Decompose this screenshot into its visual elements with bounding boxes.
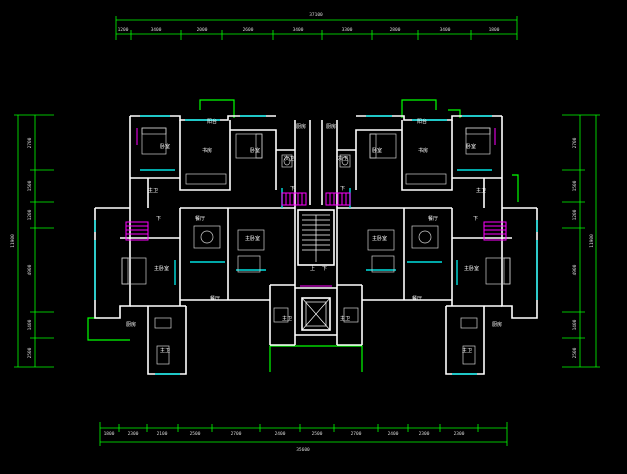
label-dining-b: 餐厅 <box>210 295 220 302</box>
furniture <box>121 127 511 365</box>
label-bedroom-c: 卧室 <box>466 143 476 150</box>
label-bath-f: 主卫 <box>476 187 486 194</box>
label-kitchen-d: 厨房 <box>492 321 502 328</box>
top-dim-4: 2600 <box>243 27 254 33</box>
label-bath-b: 次卫 <box>338 155 348 162</box>
label-kitchen-a: 厨房 <box>296 123 306 130</box>
bottom-dim-1: 1800 <box>104 431 115 437</box>
bottom-dim-11: 2300 <box>454 431 465 437</box>
left-dim-2: 1500 <box>27 180 33 191</box>
label-lift-2: 主卫 <box>340 315 350 322</box>
left-dim-5: 1400 <box>27 319 33 330</box>
top-dim-1: 1200 <box>118 27 129 33</box>
sofa-right <box>367 229 395 251</box>
stairs <box>125 128 507 287</box>
bottom-dim-9: 2400 <box>388 431 399 437</box>
dining-left <box>193 225 221 249</box>
label-bath-d: 主卫 <box>160 347 170 354</box>
left-dimension-chain <box>14 114 54 368</box>
label-bedroom-b: 卧室 <box>250 147 260 154</box>
label-living-b: 主卧室 <box>245 235 260 242</box>
top-dim-8: 3400 <box>440 27 451 33</box>
left-total-dimension: 11900 <box>10 234 16 248</box>
room-labels: 卧室 书房 卧室 阳台 厨房 次卫 主卫 主卧室 餐厅 主卧室 餐厅 厨房 主卫… <box>126 118 502 354</box>
right-dim-2: 1500 <box>572 180 578 191</box>
stair-up-d: 下 <box>473 216 478 222</box>
right-dim-6: 2500 <box>572 347 578 358</box>
bottom-segment-labels: 1800 2300 2100 2500 2700 2400 2500 2700 … <box>104 431 465 437</box>
label-kitchen-b: 厨房 <box>126 321 136 328</box>
sofa-left <box>237 229 265 251</box>
bottom-dim-2: 2300 <box>128 431 139 437</box>
right-dim-4: 4900 <box>572 264 578 275</box>
left-dim-6: 2500 <box>27 347 33 358</box>
bottom-dim-10: 2300 <box>419 431 430 437</box>
label-dining-c: 餐厅 <box>428 215 438 222</box>
label-living-a: 主卧室 <box>154 265 169 272</box>
right-segment-labels: 2700 1500 1200 4900 1400 2500 <box>572 137 578 358</box>
top-dim-9: 1800 <box>489 27 500 33</box>
top-dim-5: 3400 <box>293 27 304 33</box>
right-total-dimension: 11900 <box>589 234 595 248</box>
top-segment-labels: 1200 3400 2000 2600 3400 3300 2800 3400 … <box>118 27 500 33</box>
bottom-dimension-chain <box>99 422 508 446</box>
stair-dn-a: 上 <box>310 265 315 272</box>
dining-right <box>411 225 439 249</box>
label-balcony-b: 阳台 <box>417 118 427 125</box>
top-dim-7: 2800 <box>390 27 401 33</box>
bottom-dim-4: 2500 <box>190 431 201 437</box>
label-bedroom-a: 卧室 <box>160 143 170 150</box>
label-bath-c: 主卫 <box>148 187 158 194</box>
label-bath-e: 主卫 <box>282 315 292 322</box>
label-dining-d: 餐厅 <box>412 295 422 302</box>
building-outline <box>87 99 519 372</box>
bottom-total-dimension: 35600 <box>296 447 310 453</box>
left-dim-1: 2700 <box>27 137 33 148</box>
right-dim-5: 1400 <box>572 319 578 330</box>
label-living-c: 主卧室 <box>464 265 479 272</box>
right-dim-1: 2700 <box>572 137 578 148</box>
left-segment-labels: 2700 1500 1200 4900 1400 2500 <box>27 137 33 358</box>
top-dim-2: 3400 <box>151 27 162 33</box>
left-dim-3: 1200 <box>27 209 33 220</box>
bottom-dim-7: 2500 <box>312 431 323 437</box>
top-total-dimension: 37100 <box>309 12 323 18</box>
core-stair <box>301 214 331 331</box>
label-lift: 主卫 <box>462 347 472 354</box>
label-kitchen-c: 厨房 <box>326 123 336 130</box>
stair-direction-labels: 下 下 下 下 上 下 <box>156 186 478 272</box>
label-balcony-a: 阳台 <box>207 118 217 125</box>
label-bedroom-d: 卧室 <box>372 147 382 154</box>
top-dim-6: 3300 <box>342 27 353 33</box>
bottom-dim-3: 2100 <box>157 431 168 437</box>
stair-up-c: 下 <box>156 216 161 222</box>
stair-dn-b: 下 <box>322 266 327 272</box>
bottom-dim-6: 2400 <box>275 431 286 437</box>
top-dim-3: 2000 <box>197 27 208 33</box>
label-study-a: 书房 <box>202 147 212 154</box>
stair-up-a: 下 <box>290 186 295 192</box>
right-dim-3: 1200 <box>572 209 578 220</box>
right-dimension-chain <box>562 114 600 368</box>
bottom-dim-8: 2700 <box>351 431 362 437</box>
left-dim-4: 4900 <box>27 264 33 275</box>
top-dimension-chain <box>115 16 518 40</box>
label-study-b: 书房 <box>418 147 428 154</box>
label-living-d: 主卧室 <box>372 235 387 242</box>
stair-up-b: 下 <box>340 186 345 192</box>
bottom-dim-5: 2700 <box>231 431 242 437</box>
label-bath-a: 次卫 <box>284 155 294 162</box>
label-dining-a: 餐厅 <box>195 215 205 222</box>
